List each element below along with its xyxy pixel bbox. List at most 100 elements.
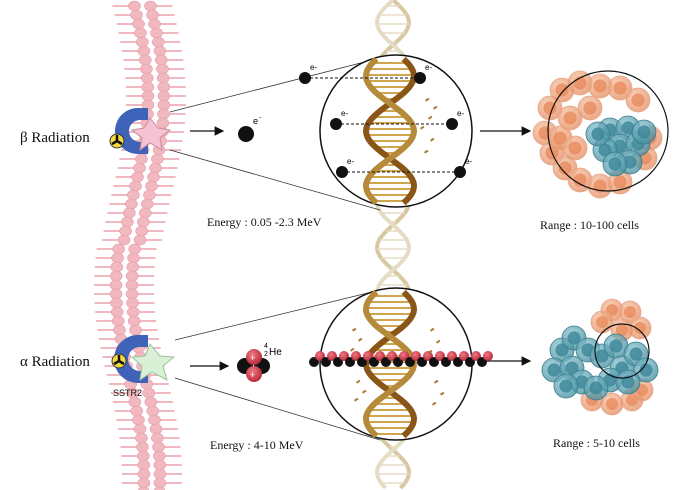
cell-nucleus: [613, 81, 627, 95]
cell-nucleus: [639, 363, 653, 377]
lipid-head: [137, 486, 150, 490]
lipid-head: [139, 207, 152, 219]
cell-nucleus: [573, 173, 587, 187]
helium-particle: + + 4 2 He: [237, 343, 282, 382]
cell-nucleus: [591, 127, 605, 141]
lipid-head: [149, 162, 162, 174]
electron: [446, 118, 458, 130]
lipid-head: [141, 198, 154, 210]
lipid-head: [130, 9, 143, 21]
lipid-head: [140, 72, 154, 84]
lipid-head: [136, 450, 150, 462]
zoom-line: [169, 57, 381, 113]
cell-nucleus: [629, 347, 643, 361]
zoom-line: [169, 149, 381, 211]
dna-fragment: [424, 149, 429, 154]
lipid-head: [151, 432, 164, 444]
lipid-head: [129, 180, 142, 192]
cell-nucleus: [621, 121, 635, 135]
lipid-head: [137, 216, 150, 228]
cell-nucleus: [615, 323, 629, 337]
lipid-head: [143, 189, 156, 201]
lipid-head: [135, 432, 148, 444]
beta-energy-label: Energy : 0.05 -2.3 MeV: [207, 215, 322, 229]
lipid-head: [125, 198, 138, 210]
element-symbol: He: [269, 347, 282, 358]
electron-label: e-: [457, 109, 464, 118]
lipid-head: [153, 45, 167, 57]
lipid-head: [140, 63, 153, 75]
dna-fragment: [428, 349, 433, 354]
lipid-head: [137, 459, 151, 471]
lipid-head: [113, 324, 126, 336]
alpha-radiation-label: α Radiation: [20, 354, 90, 371]
electron: [414, 72, 426, 84]
lipid-head: [141, 90, 155, 102]
cell-nucleus: [555, 83, 569, 97]
lipid-head: [144, 0, 157, 12]
lipid-head: [125, 270, 139, 282]
dna-fragment: [434, 379, 439, 384]
alpha-radiation-text: Radiation: [31, 354, 90, 370]
lipid-head: [137, 477, 151, 489]
cell-nucleus: [553, 131, 567, 145]
cell-nucleus: [605, 397, 619, 411]
lipid-head: [119, 225, 132, 237]
lipid-head: [151, 153, 164, 165]
lipid-head: [117, 234, 131, 246]
mass-number: 4: [264, 343, 268, 350]
cell-nucleus: [543, 101, 557, 115]
cell-nucleus: [621, 375, 635, 389]
cell-nucleus: [613, 175, 627, 189]
atomic-number: 2: [264, 351, 268, 358]
zoom-line: [174, 289, 381, 341]
lipid-head: [146, 405, 160, 417]
dna-fragment: [350, 347, 355, 352]
lipid-head: [127, 189, 140, 201]
lipid-head: [149, 423, 163, 435]
cell-nucleus: [623, 305, 637, 319]
lipid-head: [145, 180, 158, 192]
electron-label: e-: [425, 63, 432, 72]
lipid-head: [152, 450, 166, 462]
lipid-head: [134, 27, 147, 39]
lipid-head: [157, 108, 170, 120]
lipid-head: [128, 0, 141, 12]
lipid-head: [141, 81, 155, 93]
lipid-head: [123, 207, 136, 219]
lipid-head: [110, 261, 124, 273]
cell-nucleus: [637, 125, 651, 139]
lipid-head: [138, 54, 152, 66]
dna-backbone: [362, 56, 418, 206]
electron-label: e-: [347, 157, 354, 166]
lipid-head: [127, 315, 141, 327]
lipid-head: [111, 315, 125, 327]
cell-nucleus: [631, 93, 645, 107]
electron: [299, 72, 311, 84]
cell-nucleus: [598, 143, 612, 157]
dna-fragment: [362, 389, 367, 394]
lipid-head: [128, 396, 142, 408]
lipid-head: [109, 288, 123, 300]
lipid-head: [126, 261, 140, 273]
lipid-head: [125, 279, 139, 291]
dna-fragment: [440, 391, 445, 396]
alpha-receptor: [111, 335, 176, 383]
lipid-head: [153, 486, 166, 490]
beta-symbol: β: [20, 130, 28, 146]
cell-nucleus: [568, 141, 582, 155]
lipid-head: [132, 18, 145, 30]
lipid-head: [154, 54, 168, 66]
lipid-head: [146, 9, 159, 21]
beta-ligand: [130, 117, 172, 152]
cell-nucleus: [595, 315, 609, 329]
lipid-head: [110, 297, 123, 309]
beta-radiation-label: β Radiation: [20, 130, 90, 147]
zoom-line: [174, 377, 381, 441]
svg-text:+: +: [250, 353, 255, 363]
lipid-head: [109, 270, 123, 282]
receptor-label: SSTR2: [113, 388, 143, 398]
cell-nucleus: [583, 101, 597, 115]
lipid-head: [144, 396, 158, 408]
dna-fragment: [432, 401, 437, 406]
